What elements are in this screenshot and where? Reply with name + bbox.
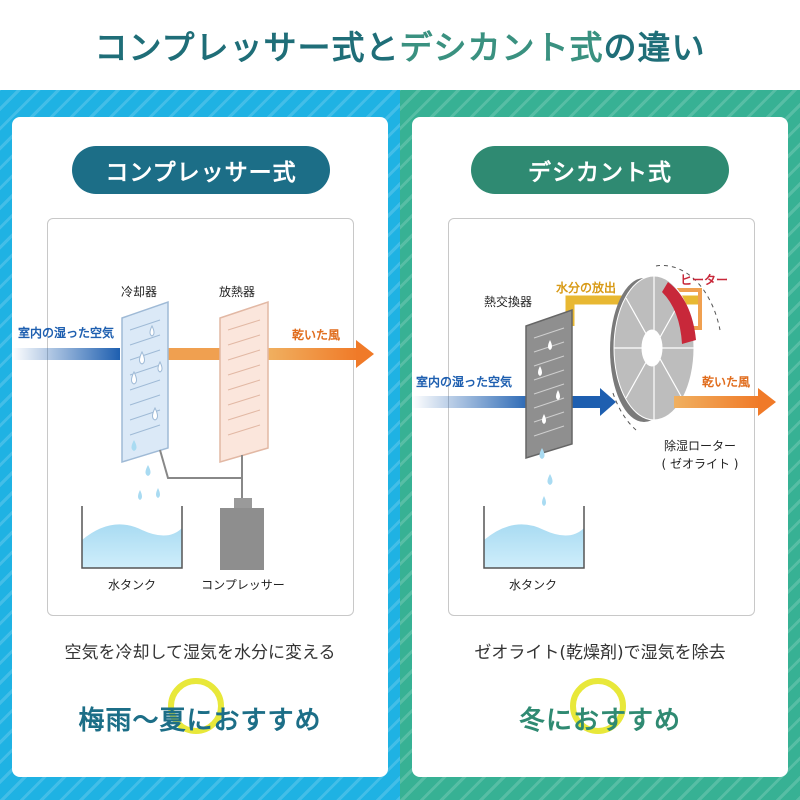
title-difference: の違い	[603, 28, 706, 67]
dry-air-arrowhead	[356, 340, 374, 368]
radiator-panel	[219, 300, 269, 463]
water-tank-right	[483, 506, 585, 569]
compressor-label: コンプレッサー	[201, 578, 285, 592]
zeolite-label: ( ゼオライト )	[662, 457, 739, 471]
dry-air-arrow	[268, 348, 358, 360]
dry-air-arrow-right	[674, 396, 760, 408]
water-tank-label: 水タンク	[108, 578, 156, 592]
cooler-panel	[121, 300, 169, 464]
desiccant-pill: デシカント式	[471, 146, 729, 194]
desiccant-diagram: 熱交換器 水分の放出 ヒーター 室内の湿った空気 乾いた風 除湿ローター ( ゼ…	[412, 264, 776, 592]
highlight-circle-right	[570, 678, 626, 734]
water-tank-left	[81, 506, 183, 569]
humid-air-label: 室内の湿った空気	[18, 325, 114, 340]
compressor-pill: コンプレッサー式	[72, 146, 330, 194]
heater-label: ヒーター	[680, 273, 728, 287]
cooler-label: 冷却器	[121, 285, 157, 299]
humid-air-arrow	[12, 348, 120, 360]
falling-water-drops	[131, 440, 160, 500]
heat-exchanger-label: 熱交換器	[484, 294, 532, 309]
compressor-unit	[220, 498, 264, 570]
radiator-label: 放熱器	[219, 284, 255, 299]
dry-air-label: 乾いた風	[292, 327, 340, 342]
title-compressor: コンプレッサー式	[94, 28, 366, 67]
air-flow-band	[168, 348, 224, 360]
title-to: と	[365, 28, 400, 67]
desiccant-rotor	[610, 264, 721, 431]
coolant-pipe	[159, 449, 243, 500]
dry-air-label-right: 乾いた風	[702, 374, 750, 389]
page-title: コンプレッサー式とデシカント式の違い	[0, 0, 800, 90]
compressor-recommendation: 梅雨〜夏におすすめ	[78, 706, 322, 736]
dry-air-arrowhead-right	[758, 388, 776, 416]
humid-air-arrow-right	[412, 396, 536, 408]
water-tank-label-right: 水タンク	[509, 578, 557, 592]
compressor-description: 空気を冷却して湿気を水分に変える	[64, 643, 336, 663]
humid-air-arrowhead-right	[600, 388, 616, 416]
moisture-release-label: 水分の放出	[556, 280, 616, 295]
title-desiccant: デシカント式	[399, 28, 604, 67]
heat-exchanger-panel	[525, 308, 573, 460]
highlight-circle-left	[168, 678, 224, 734]
air-flow-band-right	[570, 396, 602, 408]
desiccant-description: ゼオライト(乾燥剤)で湿気を除去	[474, 643, 726, 663]
humid-air-label-right: 室内の湿った空気	[416, 374, 512, 389]
rotor-label: 除湿ローター	[664, 438, 736, 453]
desiccant-recommendation: 冬におすすめ	[518, 706, 681, 736]
compressor-diagram: 冷却器 放熱器 室内の湿った空気 乾いた風 水タンク コンプレッサー	[12, 284, 374, 592]
falling-water-drops-right	[539, 448, 553, 506]
